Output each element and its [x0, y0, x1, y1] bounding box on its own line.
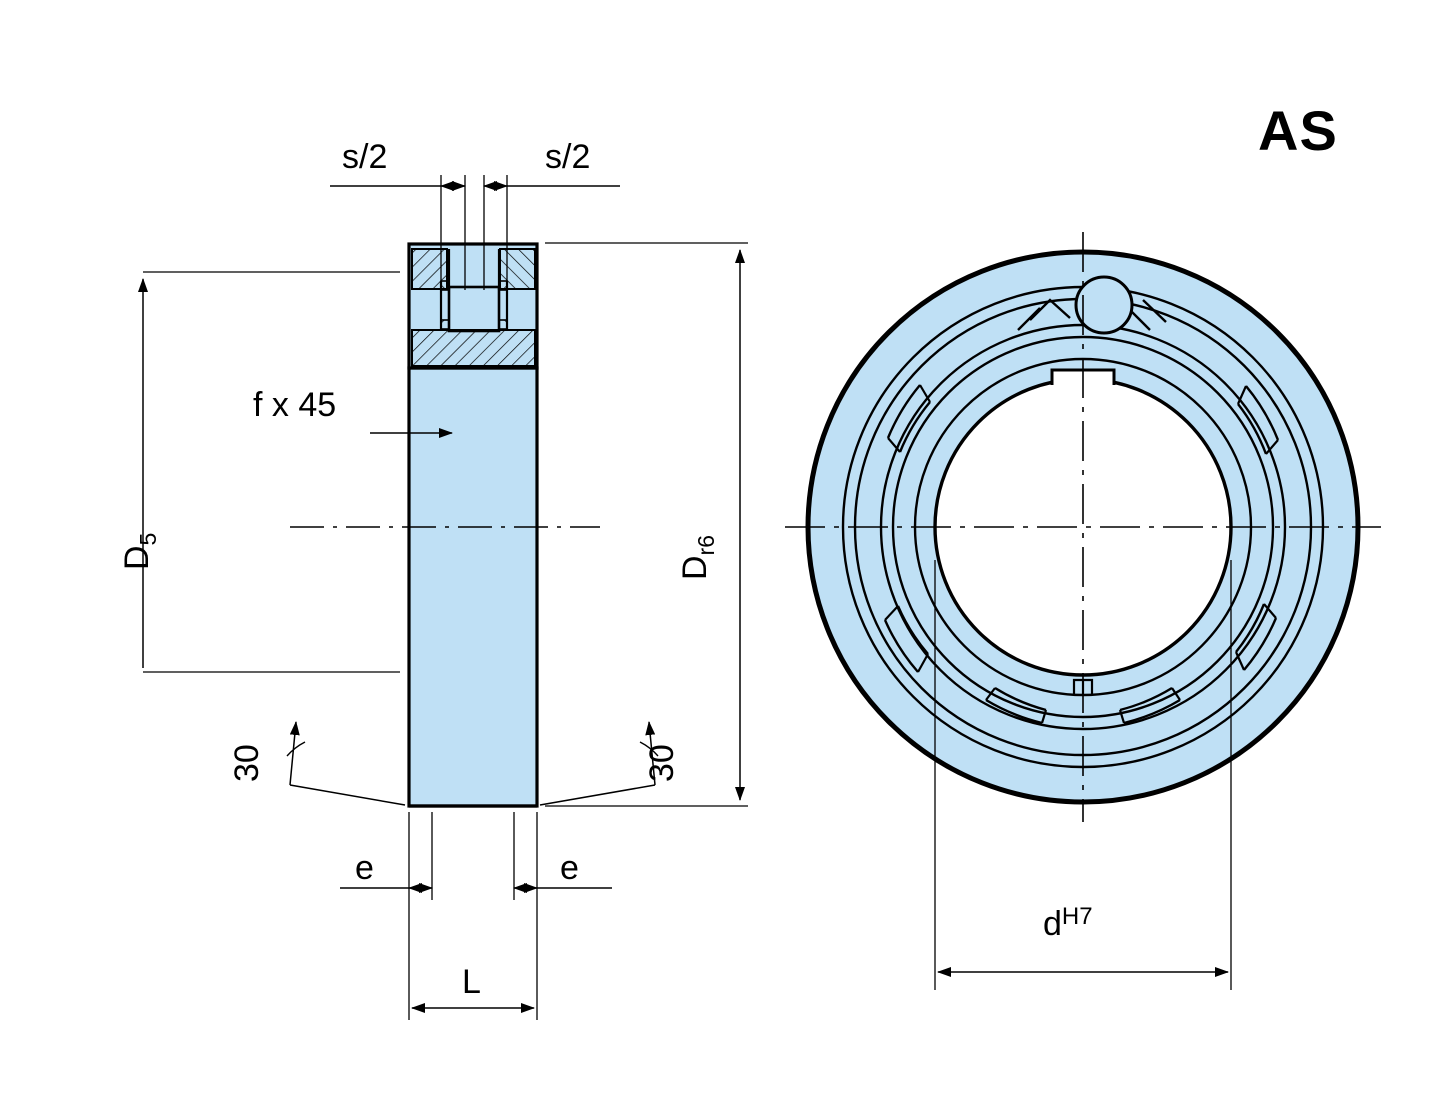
label-dr6-sub: r6 [693, 534, 719, 556]
front-view [785, 232, 1381, 990]
label-angle-right: 30 [643, 744, 681, 782]
label-bore-sup: H7 [1061, 903, 1093, 930]
label-length: L [462, 963, 481, 1001]
label-s-half-left: s/2 [342, 138, 388, 176]
label-d5-sub: 5 [135, 532, 161, 546]
dim-bore [934, 560, 1232, 990]
dim-e [340, 812, 612, 900]
label-e-right: e [560, 849, 579, 887]
section-view [138, 175, 748, 1020]
dim-dr6 [545, 242, 748, 807]
dim-s-half [330, 175, 620, 290]
label-bore: d [1043, 905, 1062, 943]
dim-d5 [138, 271, 400, 673]
label-d5: D [118, 545, 156, 570]
label-s-half-right: s/2 [545, 138, 591, 176]
leader-angle-left [286, 721, 406, 806]
leader-angle-right [539, 721, 659, 806]
title-as: AS [1258, 99, 1338, 162]
label-dr6: D [676, 555, 714, 580]
dim-l [408, 900, 538, 1020]
label-chamfer: f x 45 [253, 386, 337, 424]
hatch-lower-band [411, 329, 536, 367]
label-angle-left: 30 [228, 744, 266, 782]
label-e-left: e [355, 849, 374, 887]
